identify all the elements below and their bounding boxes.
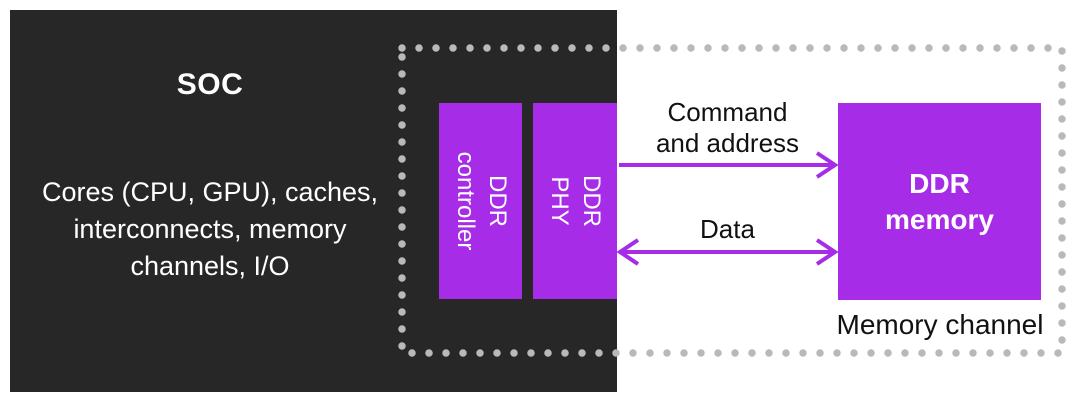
command-address-arrow-label: Command and address [655, 97, 800, 158]
ddr-phy-label: DDR PHY [546, 175, 605, 227]
memory-channel-label: Memory channel [836, 309, 1044, 340]
ddr-controller-label: DDR controller [451, 151, 511, 251]
soc-description: Cores (CPU, GPU), caches, interconnects,… [41, 177, 379, 281]
soc-title: SOC [176, 68, 244, 101]
ddr-memory-label: DDR memory [885, 167, 994, 235]
ddr-phy-box: DDR PHY [533, 103, 617, 299]
ddr-memory-box: DDR memory [838, 103, 1041, 300]
soc-box: SOC Cores (CPU, GPU), caches, interconne… [10, 10, 617, 392]
data-arrow-label: Data [700, 214, 755, 244]
ddr-controller-box: DDR controller [439, 103, 522, 299]
